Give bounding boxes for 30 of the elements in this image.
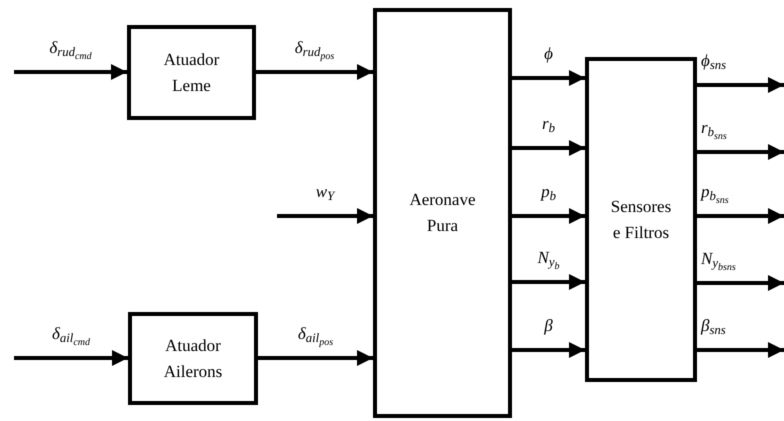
block-label: Atuador Leme [164,48,220,96]
arrow [512,140,585,156]
arrow [256,64,373,80]
edge-label: β$_{sns}$ [701,316,726,336]
arrow [512,274,585,290]
arrow [512,208,585,224]
arrow [14,350,128,366]
block-label: Aeronave Pura [409,189,476,237]
block-label: Sensores e Filtros [610,196,672,244]
arrow [512,70,585,86]
arrow [512,342,585,358]
arrow [697,208,784,224]
arrow [258,350,373,366]
edge-label: p$_{b}$ [541,182,556,202]
arrow [14,64,127,80]
edge-label: r$_{b}$ [542,114,555,134]
block-box [373,8,512,418]
block-label: Atuador Ailerons [164,334,222,382]
block-box [127,25,256,120]
arrow [697,275,784,291]
edge-label: w$_{Y}$ [316,182,334,202]
edge-label: β [544,316,553,336]
arrow [277,208,373,224]
edge-label: ϕ [544,44,553,64]
edge-label: ϕ$_{sns}$ [701,51,726,71]
arrow [697,144,784,160]
block-box [585,57,697,382]
arrow [697,77,784,93]
block-box [128,312,258,405]
arrow [697,342,784,358]
